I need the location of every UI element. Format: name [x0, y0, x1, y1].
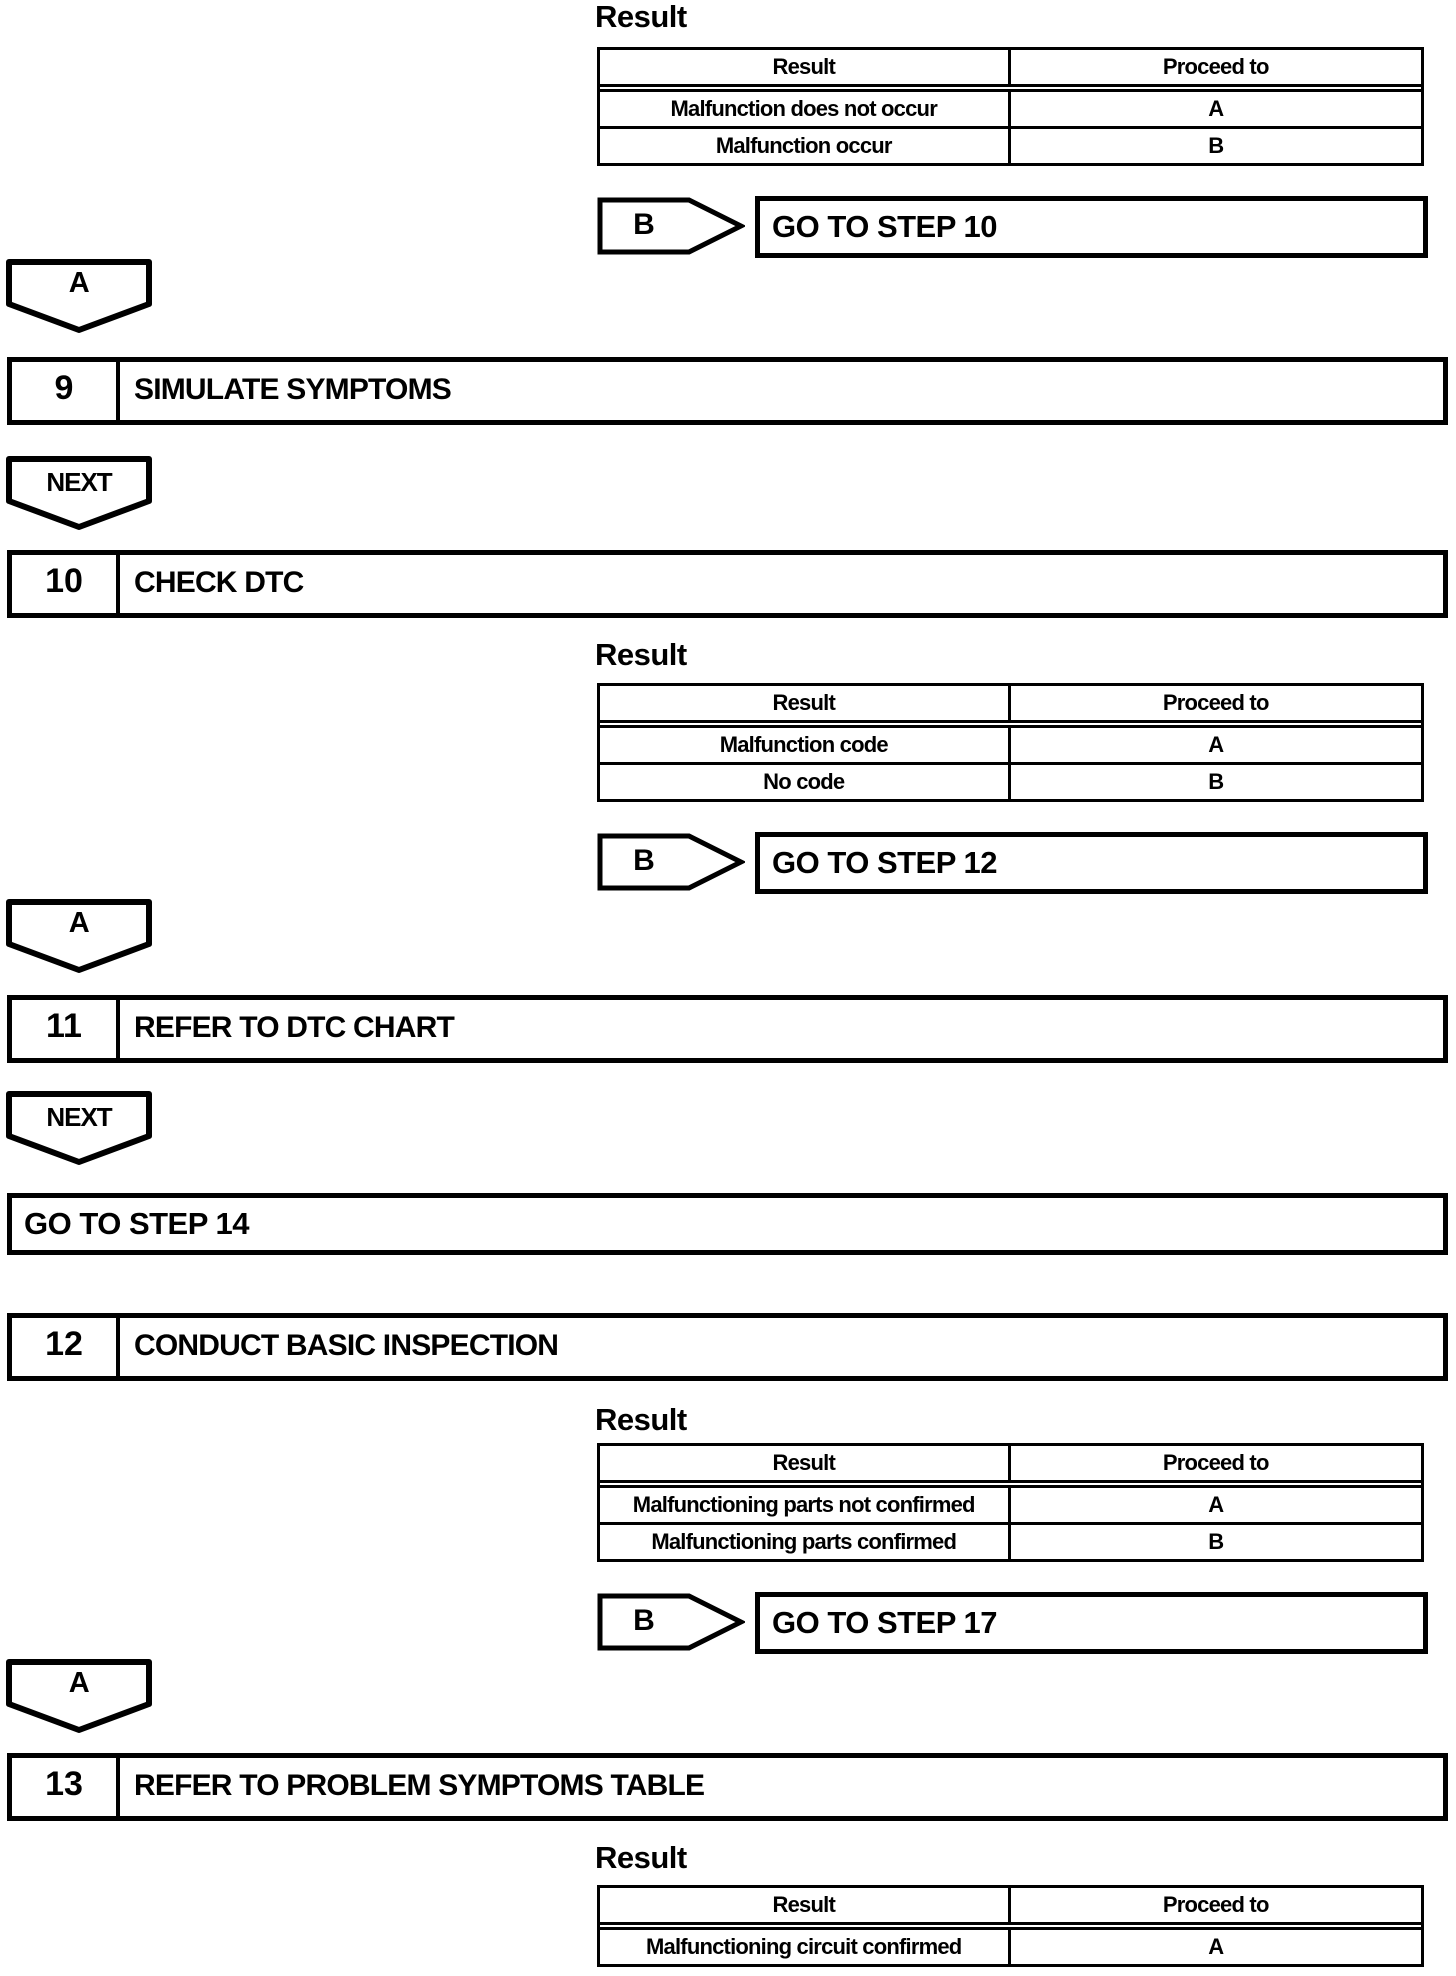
step-title: REFER TO DTC CHART [134, 1011, 455, 1044]
step-title: CONDUCT BASIC INSPECTION [134, 1329, 559, 1362]
table-header-proceed: Proceed to [1162, 1892, 1270, 1917]
connector-next: NEXT [5, 1090, 153, 1168]
next-pentagon-icon [6, 1091, 152, 1165]
goto-step-17-box: GO TO STEP 17 [755, 1592, 1428, 1654]
goto-step-14-box: GO TO STEP 14 [7, 1193, 1448, 1255]
table-cell-result: Malfunction code [600, 728, 1011, 762]
step-title: REFER TO PROBLEM SYMPTOMS TABLE [134, 1769, 705, 1802]
step-number: 12 [12, 1318, 120, 1376]
connector-a-label: A [68, 907, 90, 939]
goto-label: GO TO STEP 10 [772, 209, 997, 244]
connector-a: A [5, 1658, 153, 1736]
table-header-proceed: Proceed to [1162, 1450, 1270, 1475]
table-cell-proceed: B [1208, 1529, 1224, 1554]
result-table-1: Result Proceed to Malfunction does not o… [597, 47, 1424, 166]
table-cell-proceed: B [1208, 133, 1224, 158]
result-heading: Result [595, 1840, 687, 1875]
step-title: SIMULATE SYMPTOMS [134, 373, 452, 406]
table-header-row: Result Proceed to [600, 1888, 1421, 1930]
table-cell-proceed: A [1208, 1492, 1224, 1517]
table-cell-proceed: A [1208, 96, 1224, 121]
step-number: 11 [12, 1000, 120, 1058]
b-arrow-icon [597, 833, 745, 891]
connector-a: A [5, 258, 153, 336]
connector-b: B [597, 833, 745, 891]
table-row: Malfunctioning circuit confirmed A [600, 1930, 1421, 1964]
table-cell-result: Malfunctioning circuit confirmed [600, 1930, 1011, 1964]
step-number: 10 [12, 555, 120, 613]
a-pentagon-icon [6, 1659, 152, 1733]
goto-label: GO TO STEP 17 [772, 1605, 997, 1640]
result-table-2: Result Proceed to Malfunction code A No … [597, 683, 1424, 802]
result-heading: Result [595, 0, 687, 34]
table-cell-result: Malfunctioning parts not confirmed [600, 1488, 1011, 1522]
goto-step-12-box: GO TO STEP 12 [755, 832, 1428, 894]
table-cell-result: No code [600, 765, 1011, 799]
table-header-result: Result [600, 1888, 1011, 1922]
step-number: 9 [12, 362, 120, 420]
table-row: Malfunction code A [600, 728, 1421, 762]
b-arrow-icon [597, 197, 745, 255]
table-cell-proceed: A [1208, 732, 1224, 757]
connector-next: NEXT [5, 455, 153, 533]
table-header-proceed: Proceed to [1162, 54, 1270, 79]
table-row: No code B [600, 762, 1421, 799]
step-number: 13 [12, 1758, 120, 1816]
table-cell-proceed: A [1208, 1934, 1224, 1959]
table-cell-proceed: B [1208, 769, 1224, 794]
table-row: Malfunction occur B [600, 126, 1421, 163]
table-header-row: Result Proceed to [600, 686, 1421, 728]
table-header-row: Result Proceed to [600, 1446, 1421, 1488]
table-row: Malfunction does not occur A [600, 92, 1421, 126]
goto-step-10-box: GO TO STEP 10 [755, 196, 1428, 258]
step-11-box: 11 REFER TO DTC CHART [7, 995, 1448, 1063]
table-header-result: Result [600, 1446, 1011, 1480]
table-cell-result: Malfunction occur [600, 129, 1011, 163]
step-13-box: 13 REFER TO PROBLEM SYMPTOMS TABLE [7, 1753, 1448, 1821]
a-pentagon-icon [6, 259, 152, 333]
goto-label: GO TO STEP 14 [24, 1206, 249, 1241]
connector-next-label: NEXT [46, 1102, 112, 1132]
table-row: Malfunctioning parts confirmed B [600, 1522, 1421, 1559]
step-10-box: 10 CHECK DTC [7, 550, 1448, 618]
connector-b-label: B [633, 844, 655, 877]
result-table-3: Result Proceed to Malfunctioning parts n… [597, 1443, 1424, 1562]
connector-a-label: A [68, 267, 90, 299]
connector-a: A [5, 898, 153, 976]
connector-next-label: NEXT [46, 467, 112, 497]
result-heading: Result [595, 1402, 687, 1437]
table-cell-result: Malfunction does not occur [600, 92, 1011, 126]
a-pentagon-icon [6, 899, 152, 973]
connector-b: B [597, 197, 745, 255]
connector-b: B [597, 1593, 745, 1651]
result-heading: Result [595, 637, 687, 672]
next-pentagon-icon [6, 456, 152, 530]
step-title: CHECK DTC [134, 566, 304, 599]
step-9-box: 9 SIMULATE SYMPTOMS [7, 357, 1448, 425]
table-cell-result: Malfunctioning parts confirmed [600, 1525, 1011, 1559]
connector-b-label: B [633, 208, 655, 241]
b-arrow-icon [597, 1593, 745, 1651]
step-12-box: 12 CONDUCT BASIC INSPECTION [7, 1313, 1448, 1381]
table-header-proceed: Proceed to [1162, 690, 1270, 715]
goto-label: GO TO STEP 12 [772, 845, 997, 880]
table-row: Malfunctioning parts not confirmed A [600, 1488, 1421, 1522]
table-header-result: Result [600, 50, 1011, 84]
result-table-4: Result Proceed to Malfunctioning circuit… [597, 1885, 1424, 1967]
table-header-result: Result [600, 686, 1011, 720]
connector-a-label: A [68, 1667, 90, 1699]
table-header-row: Result Proceed to [600, 50, 1421, 92]
connector-b-label: B [633, 1604, 655, 1637]
